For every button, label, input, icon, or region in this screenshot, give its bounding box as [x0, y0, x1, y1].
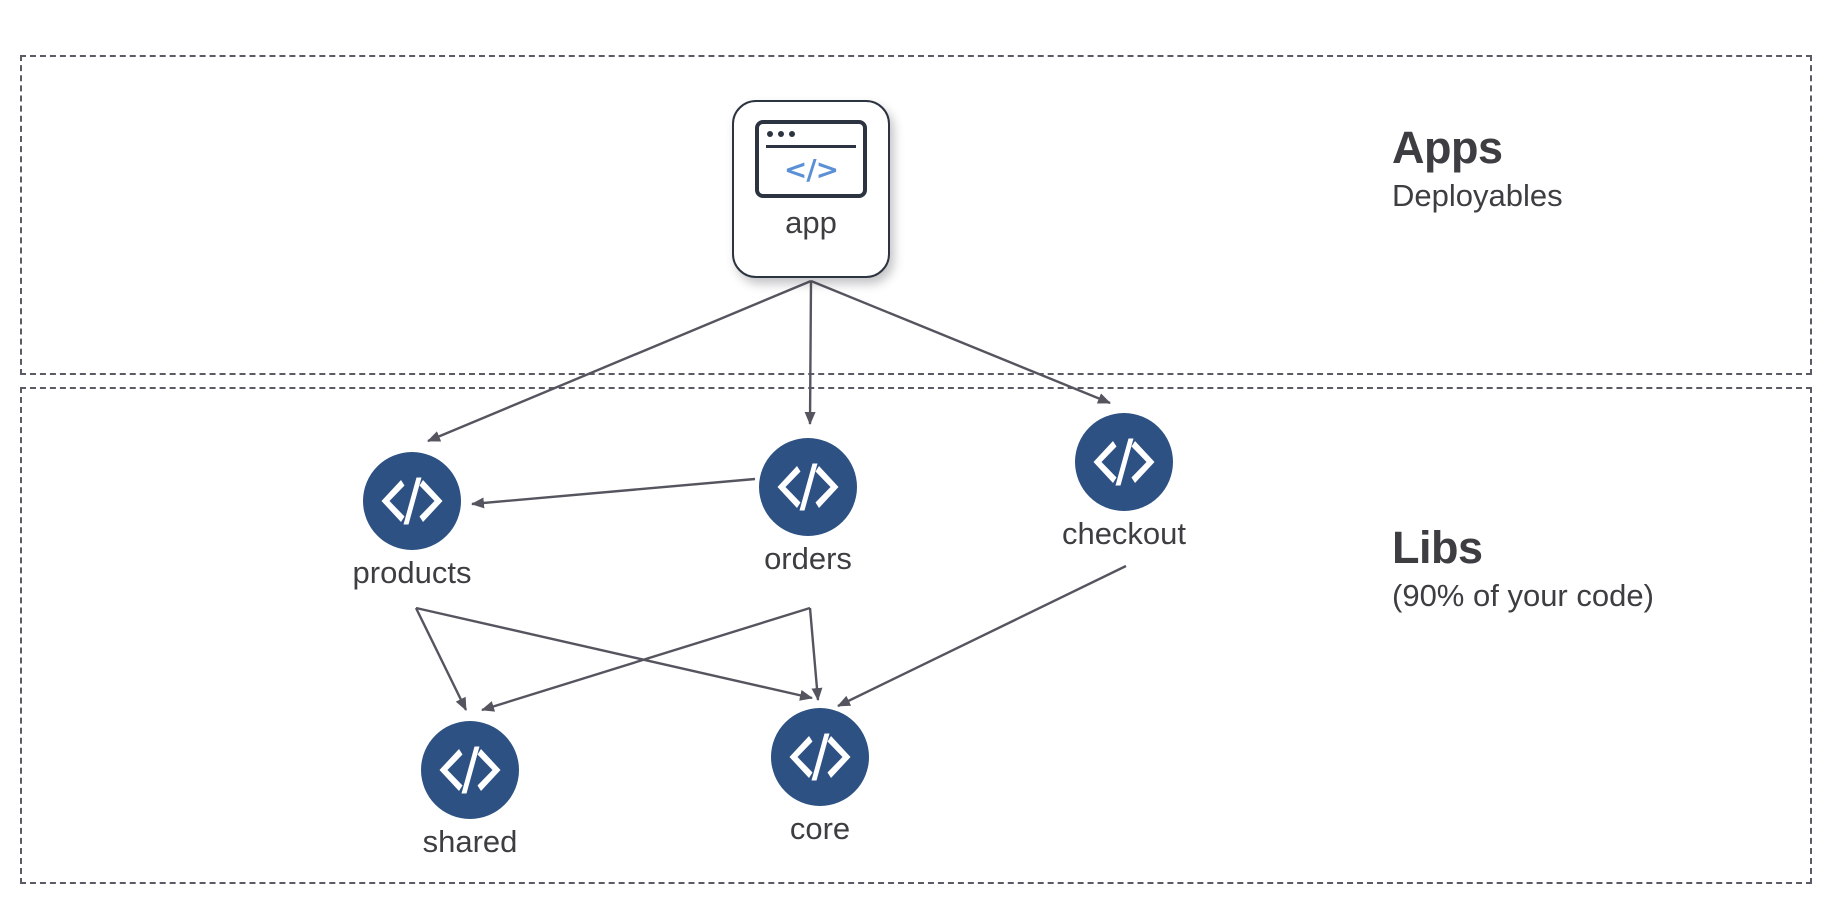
zone-apps-legend: Apps Deployables: [1392, 122, 1563, 215]
browser-dots-icon: [767, 131, 795, 137]
zone-apps-title: Apps: [1392, 122, 1503, 173]
code-brackets-icon: [1075, 413, 1173, 511]
code-brackets-icon: [421, 721, 519, 819]
node-core-label: core: [789, 811, 851, 846]
zone-libs-legend: Libs (90% of your code): [1392, 522, 1654, 615]
zone-libs-subtitle: (90% of your code): [1392, 577, 1654, 613]
node-orders-label: orders: [764, 541, 852, 576]
zone-libs: [20, 387, 1812, 884]
code-brackets-icon: [363, 452, 461, 550]
zone-libs-title: Libs: [1392, 522, 1483, 573]
code-brackets-icon: [759, 438, 857, 536]
node-checkout-label: checkout: [1061, 516, 1187, 551]
node-app-label: app: [785, 205, 837, 240]
node-app[interactable]: </> app: [732, 100, 890, 278]
node-products-label: products: [352, 555, 472, 590]
code-glyph: </>: [783, 152, 839, 186]
browser-divider: [766, 145, 856, 148]
node-shared-label: shared: [422, 824, 518, 859]
code-brackets-icon: [771, 708, 869, 806]
browser-code-icon: </>: [755, 120, 867, 198]
zone-apps-subtitle: Deployables: [1392, 177, 1563, 213]
